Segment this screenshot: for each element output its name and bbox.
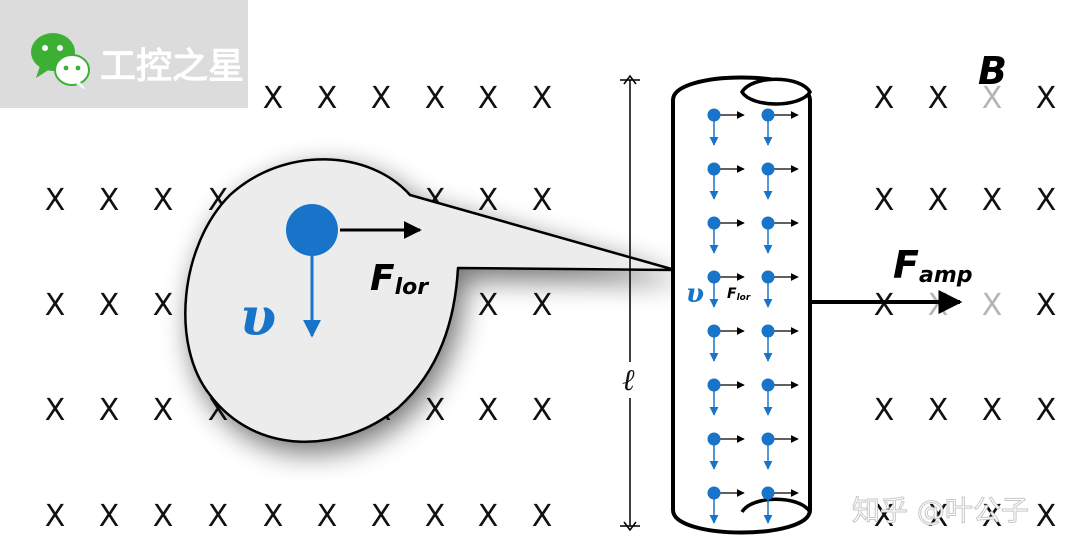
field-x-mark: X <box>982 499 1003 534</box>
field-x-mark: X <box>478 81 499 116</box>
charge-carrier <box>761 216 799 254</box>
field-x-mark: X <box>478 183 499 218</box>
field-x-mark: X <box>1036 393 1057 428</box>
field-x-mark: X <box>928 288 949 323</box>
field-x-mark: X <box>478 393 499 428</box>
charge-carrier <box>707 432 745 470</box>
charge-carrier <box>707 216 745 254</box>
field-x-mark: X <box>45 499 66 534</box>
charge-carrier <box>761 324 799 362</box>
charge-particle-large <box>286 204 338 256</box>
field-x-mark: X <box>425 499 446 534</box>
wechat-icon <box>31 33 90 90</box>
charge-carrier <box>761 378 799 416</box>
field-x-mark: X <box>928 499 949 534</box>
charge-carrier <box>707 324 745 362</box>
ampere-force-label: Famp <box>893 243 973 288</box>
brand-name: 工控之星 <box>100 46 244 87</box>
charge-carrier <box>761 432 799 470</box>
field-x-mark: X <box>153 288 174 323</box>
field-x-mark: X <box>874 499 895 534</box>
field-x-mark: X <box>45 393 66 428</box>
field-label-b: B <box>978 49 1007 93</box>
field-x-mark: X <box>153 393 174 428</box>
field-x-mark: X <box>208 499 229 534</box>
charge-carrier <box>761 486 799 524</box>
field-x-mark: X <box>99 288 120 323</box>
charge-carriers <box>707 108 799 524</box>
charge-carrier <box>707 108 745 146</box>
conductor-top-end <box>739 77 813 106</box>
charge-carrier <box>707 270 745 308</box>
brand-watermark: 工控之星 <box>0 0 248 108</box>
field-x-mark: X <box>532 288 553 323</box>
field-x-mark: X <box>478 499 499 534</box>
field-x-mark: X <box>1036 183 1057 218</box>
charge-carrier <box>707 378 745 416</box>
field-x-mark: X <box>99 393 120 428</box>
charge-carrier <box>761 162 799 200</box>
field-x-mark: X <box>153 499 174 534</box>
velocity-label-small: υ <box>686 279 704 309</box>
charge-carrier <box>761 270 799 308</box>
field-x-mark: X <box>99 183 120 218</box>
conductor-bottom-end <box>740 497 812 514</box>
field-x-mark: X <box>263 81 284 116</box>
velocity-label-large: υ <box>240 287 276 348</box>
field-x-mark: X <box>371 81 392 116</box>
field-x-mark: X <box>317 81 338 116</box>
field-x-mark: X <box>371 499 392 534</box>
field-x-mark: X <box>928 183 949 218</box>
charge-carrier <box>707 486 745 524</box>
field-x-mark: X <box>425 393 446 428</box>
field-x-mark: X <box>532 183 553 218</box>
conductor-rod <box>671 75 813 535</box>
field-x-mark: X <box>874 288 895 323</box>
field-x-mark: X <box>99 499 120 534</box>
field-x-mark: X <box>532 499 553 534</box>
field-x-mark: X <box>928 393 949 428</box>
lorentz-force-label-large: Flor <box>370 258 429 300</box>
field-x-mark: X <box>532 393 553 428</box>
length-dimension: ℓ <box>619 74 641 532</box>
length-label: ℓ <box>622 363 635 398</box>
field-x-mark: X <box>874 183 895 218</box>
field-x-mark: X <box>1036 499 1057 534</box>
field-x-mark: X <box>478 288 499 323</box>
field-x-mark: X <box>425 81 446 116</box>
field-x-mark: X <box>928 81 949 116</box>
zhihu-watermark: 知乎 @叶公子 <box>852 494 1029 527</box>
field-x-mark: X <box>45 183 66 218</box>
field-x-mark: X <box>317 499 338 534</box>
charge-carrier <box>707 162 745 200</box>
field-x-mark: X <box>874 81 895 116</box>
field-x-mark: X <box>982 183 1003 218</box>
field-x-mark: X <box>1036 81 1057 116</box>
field-x-mark: X <box>532 81 553 116</box>
field-x-mark: X <box>45 288 66 323</box>
field-x-mark: X <box>153 183 174 218</box>
field-x-mark: X <box>874 393 895 428</box>
charge-carrier <box>761 108 799 146</box>
lorentz-force-label-small: Flor <box>727 286 751 303</box>
field-x-mark: X <box>1036 288 1057 323</box>
field-x-mark: X <box>982 288 1003 323</box>
field-x-mark: X <box>982 81 1003 116</box>
field-x-mark: X <box>982 393 1003 428</box>
field-x-mark: X <box>263 499 284 534</box>
